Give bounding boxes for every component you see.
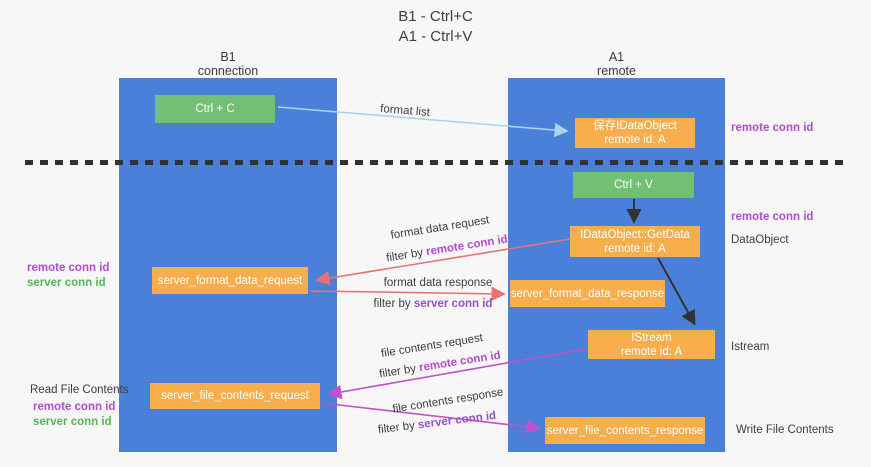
filter-by-text: filter by	[377, 419, 416, 437]
box-server-format-data-request-label: server_format_data_request	[157, 274, 303, 287]
annotation-server-conn-id-left-bottom: server conn id	[33, 416, 112, 428]
box-save-idataobject: 保存IDataObject remote id: A	[575, 118, 695, 148]
filter-by-text: filter by	[373, 298, 411, 310]
annotation-write-file-contents: Write File Contents	[736, 424, 834, 436]
annotation-server-conn-id-left-top: server conn id	[27, 277, 106, 289]
lane-b1-name: B1	[220, 50, 236, 64]
box-server-file-contents-request-label: server_file_contents_request	[161, 390, 309, 402]
box-idataobject-getdata-line2: remote id: A	[604, 242, 666, 255]
filter-by-text: filter by	[385, 246, 424, 265]
server-conn-id-highlight: server conn id	[417, 409, 497, 432]
session-divider-dashed-line	[25, 160, 846, 165]
box-server-file-contents-request: server_file_contents_request	[150, 383, 320, 409]
box-istream-line2: remote id: A	[620, 345, 683, 358]
arrow-format-data-response	[310, 286, 506, 302]
label-filter-format-response: filter by server conn id	[374, 298, 493, 310]
lane-header-b1: B1 connection	[119, 50, 337, 78]
box-idataobject-getdata: IDataObject::GetData remote id: A	[570, 226, 700, 257]
box-server-file-contents-response: server_file_contents_response	[545, 417, 705, 444]
server-conn-id-highlight: server conn id	[413, 298, 493, 310]
lane-b1-subtitle: connection	[197, 64, 259, 78]
lane-header-a1: A1 remote	[508, 50, 725, 78]
title-line-2: A1 - Ctrl+V	[398, 28, 473, 45]
box-ctrl-c: Ctrl + C	[155, 95, 275, 123]
annotation-remote-conn-id-left-bottom: remote conn id	[33, 401, 116, 413]
box-ctrl-v: Ctrl + V	[573, 172, 694, 198]
annotation-remote-conn-id-top-right: remote conn id	[731, 122, 814, 134]
remote-conn-id-highlight: remote conn id	[425, 233, 509, 259]
filter-by-text: filter by	[378, 362, 417, 381]
annotation-istream: Istream	[731, 341, 770, 353]
title-line-1: B1 - Ctrl+C	[398, 8, 473, 25]
remote-conn-id-highlight: remote conn id	[418, 349, 502, 375]
annotation-remote-conn-id-left-top: remote conn id	[27, 262, 110, 274]
diagram-title: B1 - Ctrl+C A1 - Ctrl+V	[0, 7, 871, 47]
box-ctrl-c-label: Ctrl + C	[195, 103, 235, 115]
label-format-data-response: format data response	[383, 277, 493, 289]
box-save-idataobject-line1: 保存IDataObject	[593, 120, 677, 132]
box-server-format-data-response: server_format_data_response	[510, 280, 665, 307]
box-ctrl-v-label: Ctrl + V	[614, 179, 653, 191]
box-server-format-data-request: server_format_data_request	[152, 267, 308, 294]
annotation-read-file-contents: Read File Contents	[30, 384, 129, 396]
label-format-list: format list	[379, 103, 431, 119]
box-server-file-contents-response-label: server_file_contents_response	[546, 424, 704, 437]
box-istream: IStream remote id: A	[588, 330, 715, 359]
box-server-format-data-response-label: server_format_data_response	[510, 287, 665, 300]
lane-a1-name: A1	[608, 50, 625, 64]
box-idataobject-getdata-line1: IDataObject::GetData	[580, 228, 690, 241]
annotation-remote-conn-id-mid-right: remote conn id	[731, 211, 814, 223]
lane-a1-subtitle: remote	[597, 64, 636, 78]
annotation-dataobject: DataObject	[731, 234, 789, 246]
box-save-idataobject-line2: remote id: A	[604, 134, 666, 146]
box-istream-line1: IStream	[631, 331, 672, 344]
